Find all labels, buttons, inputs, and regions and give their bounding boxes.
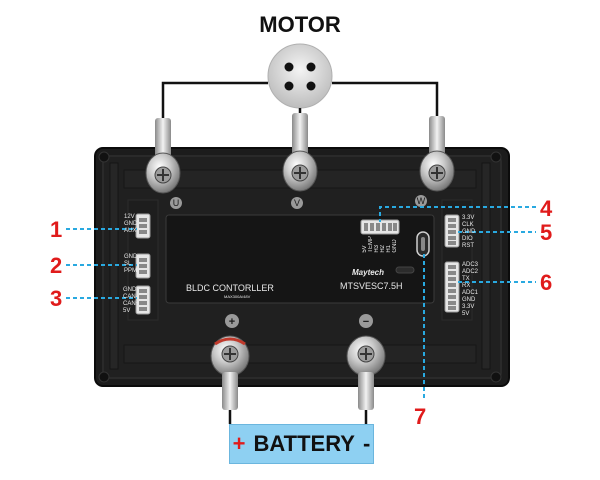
pin-label: 5V [462,311,470,317]
pin-label: GND [124,221,138,227]
board-voltage: MAX300A/48V [224,294,251,299]
phase-w-label: W [417,196,426,206]
pin-label: ADC2 [462,269,479,275]
connector-1-pins: 12V GND AUX [124,214,137,235]
callout-3: 3 [50,286,63,311]
connector-6 [444,261,460,313]
connector-6-pins: ADC3 ADC2 TX RX ADC1 GND 3.3V 5V [462,262,478,318]
connector-1 [135,213,151,239]
pin-label: GND [124,254,138,260]
pin-label: PPM [124,268,138,274]
pin-label: AUX [124,228,137,234]
battery-plus: + [232,431,246,456]
connector-4-pins: 5V TEMP H3 H2 H1 GND [362,236,398,253]
callout-4: 4 [540,196,553,221]
motor [267,43,333,109]
pin-label: 12V [124,214,135,220]
pin-label: CLK [462,222,474,228]
callout-6: 6 [540,270,553,295]
phase-v-label: V [294,198,300,208]
callout-1: 1 [50,217,63,242]
connector-5-pins: 3.3V CLK GND DIO RST [462,215,475,250]
connector-4 [360,219,400,235]
connector-3 [135,285,151,315]
pin-label: 3.3V [462,304,475,310]
callout-7: 7 [414,404,427,429]
battery-lug-plus [210,335,250,410]
pin-label: DIO [462,236,473,242]
pin-label: GND [392,239,398,253]
phase-letters: U V W [170,195,427,209]
callout-2: 2 [50,253,63,278]
brand-logo: Maytech [352,268,385,277]
board-name: BLDC CONTORLLER [186,283,274,293]
leader-4 [379,206,536,222]
callout-leaders [66,206,536,400]
connector-3-pins: GND CAN- CAN+ 5V [123,287,139,315]
board-model: MTSVESC7.5H [340,281,403,291]
connector-2-pins: GND SL PPM [124,254,137,275]
status-led [395,266,415,274]
battery-label: BATTERY [253,431,355,456]
pin-label: RST [462,243,474,249]
phase-lug-u [145,118,181,194]
pin-label: CAN- [123,294,138,300]
usb-c-port [416,231,430,257]
battery-box: + BATTERY - [229,424,374,464]
pin-label: GND [462,229,476,235]
plus-mark: + [229,316,235,328]
pin-label: TX [462,276,470,282]
phase-lug-v [282,113,318,192]
pin-label: RX [462,283,471,289]
pin-label: 5V [123,308,131,314]
connector-5 [444,214,460,248]
battery-lug-minus [346,335,386,410]
battery-wires [228,410,368,424]
motor-title: MOTOR [259,12,341,37]
pin-label: GND [123,287,137,293]
battery-minus: - [362,431,371,456]
pin-label: ADC3 [462,262,479,268]
callout-5: 5 [540,220,553,245]
phase-lug-w [419,116,455,192]
polarity-marks: + − [225,314,373,328]
pin-label: 3.3V [462,215,475,221]
pin-label: CAN+ [123,301,140,307]
pin-label: GND [462,297,476,303]
minus-mark: − [363,316,369,328]
pin-label: ADC1 [462,290,479,296]
phase-u-label: U [173,198,180,208]
pin-label: SL [124,261,132,267]
connector-2 [135,253,151,279]
